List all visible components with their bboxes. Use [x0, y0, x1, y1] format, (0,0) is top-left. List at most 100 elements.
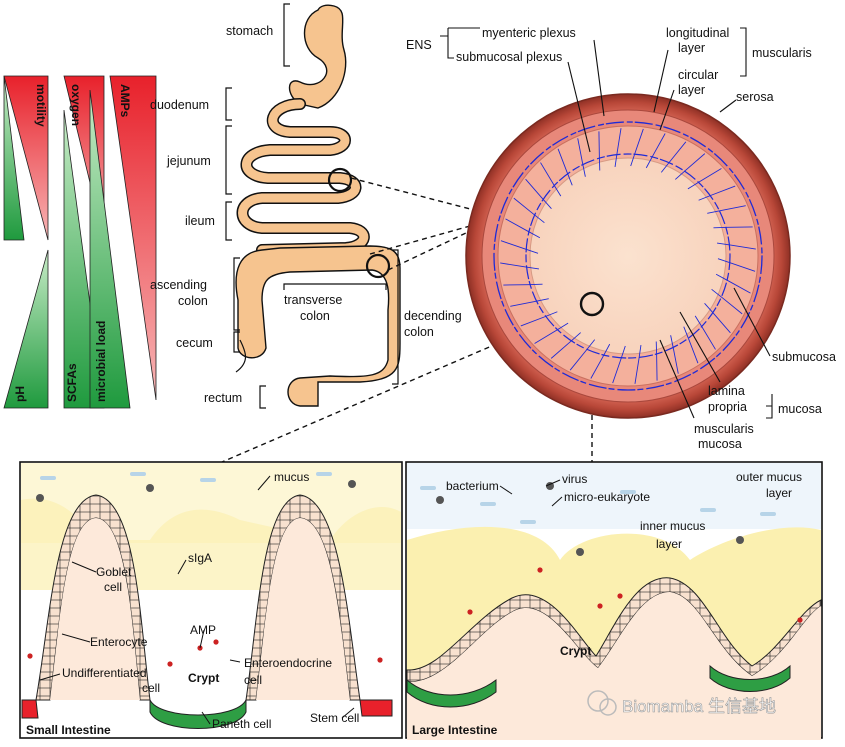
goblet-cell-label-2: cell [104, 580, 122, 594]
amps-label: AMPs [118, 84, 132, 118]
li-lamina [407, 592, 821, 740]
si-villus-core-right [256, 518, 350, 700]
transverse-label: transverse [284, 293, 342, 307]
li-crypt-base-right [709, 664, 791, 692]
crypt-highlight [579, 291, 605, 317]
nerve-branch [655, 341, 658, 381]
nerve-branch [505, 218, 541, 239]
amp-icon [167, 661, 173, 667]
li-leaders [499, 479, 563, 507]
siga-label: sIgA [188, 551, 212, 565]
nerve-branch [715, 273, 751, 294]
nerve-branch [513, 197, 545, 224]
ph-gradient-bottom [3, 249, 49, 409]
scfas-label: SCFAs [65, 363, 79, 402]
submucosal-plexus-ring [525, 153, 731, 359]
mucosa-label: mucosa [778, 402, 822, 416]
decending-colon-label: colon [404, 325, 434, 339]
nerve-branch [711, 288, 743, 315]
small-intestine-panel: mucus Goblet cell sIgA AMP Enterocyte Un… [19, 461, 403, 739]
nerve-branch [525, 178, 552, 209]
amps-gradient [109, 75, 157, 401]
amp-icon [537, 567, 543, 573]
muscularis-mucosa-label: muscularis [694, 422, 754, 436]
si-leaders [39, 475, 355, 725]
appendix [235, 339, 247, 373]
inner-mucus-label: inner mucus [640, 519, 705, 533]
gut-labels [225, 3, 399, 409]
motility-gradient [3, 75, 49, 241]
virus-icon [736, 536, 744, 544]
amp-icon [213, 639, 219, 645]
nerve-branch [577, 138, 586, 177]
nerve-branch [645, 133, 666, 169]
nerve-branch [634, 344, 642, 384]
undifferentiated-cell-label-2: cell [142, 681, 160, 695]
motility-label: motility [34, 84, 48, 127]
nerve-branch [557, 148, 573, 186]
outer-mucus-label-2: layer [766, 486, 792, 500]
si-title: Small Intestine [26, 723, 111, 737]
longitudinal-layer-label: longitudinal [666, 26, 729, 40]
nerve-branch [569, 339, 596, 371]
nerve-branch [660, 141, 687, 173]
si-crypt-base-right [359, 699, 393, 717]
li-crypt-label: Crypt [560, 644, 591, 658]
nerve-branch [716, 242, 756, 250]
jejunum-highlight [327, 167, 353, 193]
stem-cell-label: Stem cell [310, 711, 359, 725]
enteroendocrine-cell-label-2: cell [244, 673, 262, 687]
ileum-label: ileum [185, 214, 215, 228]
nerve-branch [683, 326, 699, 364]
cecum-label: cecum [176, 336, 213, 350]
nerve-branch [540, 162, 562, 197]
myenteric-plexus-ring [493, 121, 763, 391]
ascending-label: ascending [150, 278, 207, 292]
nerve-branch [670, 335, 679, 374]
li-microbes [420, 482, 803, 623]
stomach-label: stomach [226, 24, 273, 38]
lamina-propria-label: lamina [708, 384, 745, 398]
nerve-branch [707, 205, 746, 214]
nerve-branch [717, 258, 756, 272]
bacterium-icon [480, 502, 496, 506]
goblet-cell-label: Goblet [96, 565, 132, 579]
small-intestine-lumen [238, 99, 369, 255]
bacterium-icon [520, 520, 536, 524]
large-intestine-panel: bacterium virus micro-eukaryote outer mu… [405, 461, 823, 740]
amp-icon [377, 657, 383, 663]
amp-icon [467, 609, 473, 615]
nerve-branch [614, 128, 622, 168]
virus-icon [546, 482, 554, 490]
virus-icon [436, 496, 444, 504]
ph-gradient-top [3, 75, 25, 241]
nerve-branches [500, 128, 756, 384]
enteroendocrine-cell-label: Enteroendocrine [244, 656, 332, 670]
bacterium-icon [130, 472, 146, 476]
nerve-branch [630, 128, 644, 167]
virus-icon [348, 480, 356, 488]
circular-layer-label-2: layer [678, 83, 705, 97]
large-intestine [235, 245, 401, 407]
li-title: Large Intestine [412, 723, 498, 737]
nerve-branch [694, 315, 716, 350]
nerve-branch [612, 345, 626, 384]
transverse-colon-label: colon [300, 309, 330, 323]
stomach [288, 4, 347, 109]
bacterium-icon [420, 486, 436, 490]
nerve-branch [713, 226, 753, 229]
nerve-branch [510, 298, 549, 307]
nerve-branch [500, 240, 539, 254]
enterocyte-label: Enterocyte [90, 635, 148, 649]
nerve-branch [590, 343, 611, 379]
paneth-cell-label: Paneth cell [212, 717, 271, 731]
nerve-branch [704, 303, 731, 334]
nerve-branch [550, 332, 581, 359]
submucosal-plexus-label: submucosal plexus [456, 50, 562, 64]
inner-mucus-label-2: layer [656, 537, 682, 551]
nerve-branch [675, 153, 706, 180]
myenteric-plexus-label: myenteric plexus [482, 26, 576, 40]
micro-eukaryote-label: micro-eukaryote [564, 490, 650, 504]
